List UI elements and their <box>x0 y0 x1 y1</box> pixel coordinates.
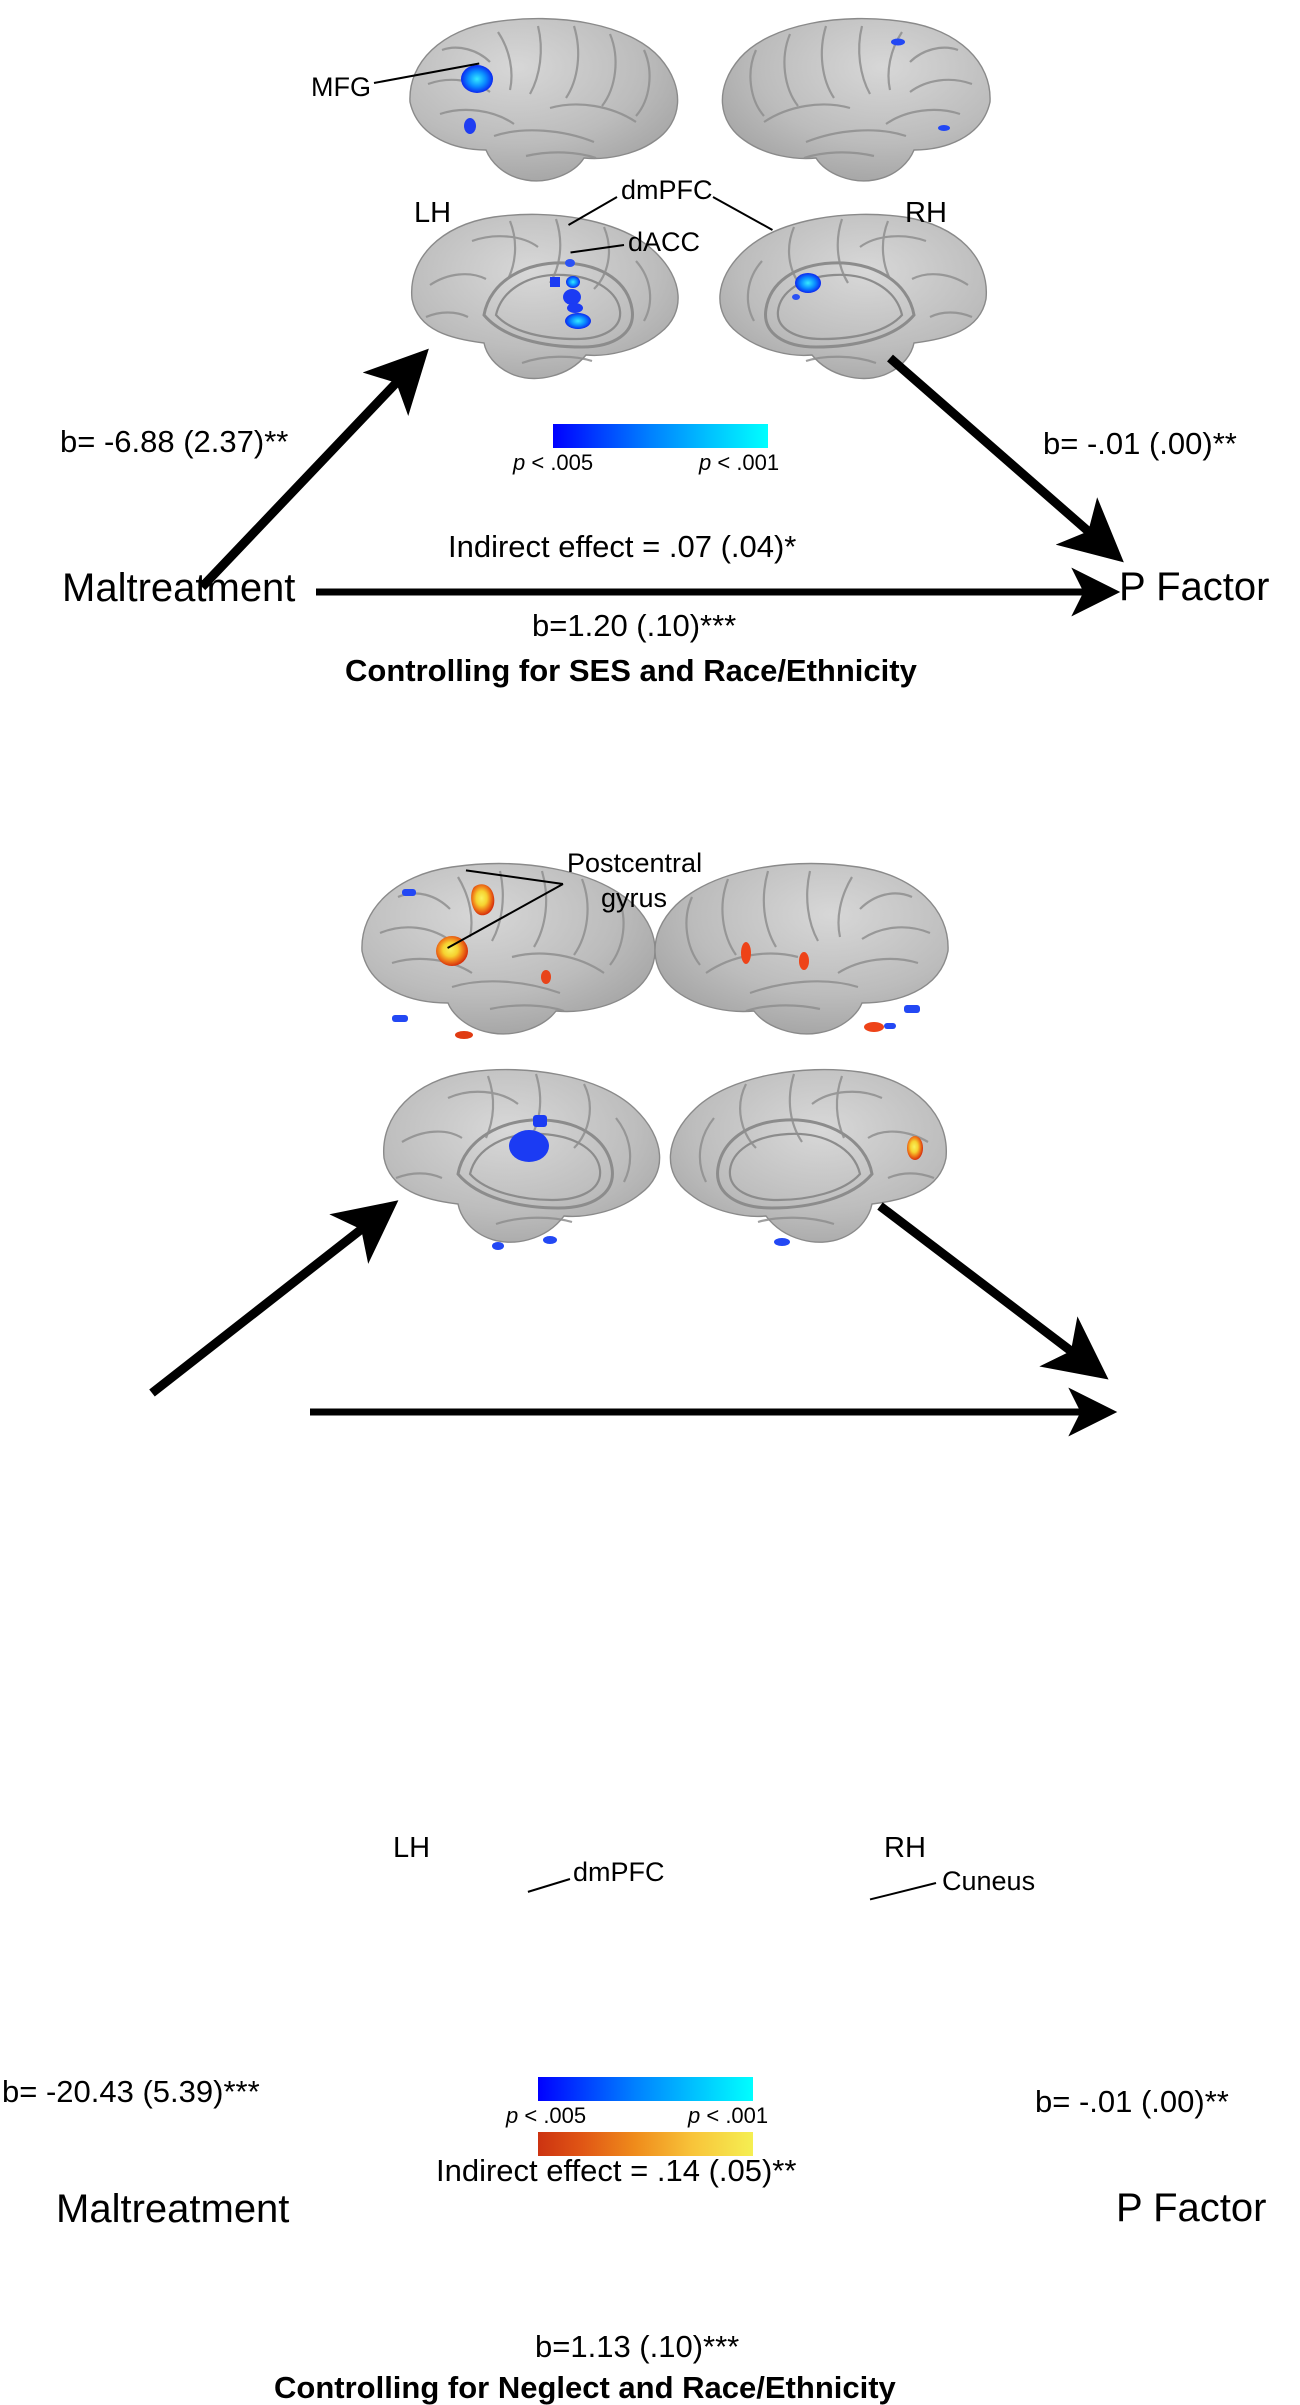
stat-indirect-bottom: Indirect effect = .14 (.05)** <box>436 2153 797 2188</box>
colorbar-blue-bottom <box>538 2077 753 2101</box>
brain-lh-medial-top <box>398 205 698 390</box>
brain-lh-medial-bottom <box>370 1060 680 1255</box>
mediation-arrows-bottom <box>149 1200 1118 1437</box>
colorbar-low-label-bottom: p < .005 <box>506 2103 587 2128</box>
brain-label-dmpfc-top: dmPFC <box>621 175 713 205</box>
stat-c-path-bottom: b=1.13 (.10)*** <box>535 2329 740 2364</box>
mediation-arrows-top <box>198 348 1124 617</box>
stat-a-path-top: b= -6.88 (2.37)** <box>60 424 289 459</box>
brain-label-lh-bottom: LH <box>393 1832 431 1864</box>
brain-lh-lateral-top <box>398 10 688 190</box>
brain-label-cuneus: Cuneus <box>942 1866 1036 1896</box>
colorbar-low-label-top: p < .005 <box>513 450 594 475</box>
activation-clusters-rh-bottom <box>741 942 920 1032</box>
activation-cluster-dmpfc-lh-bottom <box>492 1115 557 1250</box>
brain-label-lh-top: LH <box>414 197 452 229</box>
activation-cluster-cuneus-rh <box>774 1136 923 1246</box>
activation-cluster-dmpfc-dacc-lh <box>550 259 591 329</box>
arrow-a-path-top <box>198 348 429 591</box>
activation-clusters-lh-bottom <box>392 884 551 1039</box>
leader-line-cuneus <box>869 1882 937 1901</box>
brain-label-rh-top: RH <box>905 197 947 229</box>
brain-rh-lateral-bottom <box>638 855 958 1045</box>
colorbar-blue-top <box>553 424 768 448</box>
activation-cluster-dmpfc-rh <box>792 273 821 300</box>
footnote-bottom: Controlling for Neglect and Race/Ethnici… <box>274 2370 896 2405</box>
brain-label-dmpfc-bottom: dmPFC <box>573 1857 665 1887</box>
brain-rh-medial-top <box>700 205 1000 390</box>
brain-rh-medial-bottom <box>650 1060 960 1255</box>
brain-label-mfg: MFG <box>311 72 371 102</box>
footnote-top: Controlling for SES and Race/Ethnicity <box>345 653 917 688</box>
stat-a-path-bottom: b= -20.43 (5.39)*** <box>2 2074 260 2109</box>
stat-b-path-bottom: b= -.01 (.00)** <box>1035 2084 1229 2119</box>
activation-cluster-mfg <box>461 65 493 93</box>
node-p-factor-top: P Factor <box>1119 565 1270 609</box>
colorbar-hot-bottom <box>538 2132 753 2156</box>
leader-line-dmpfc-bottom <box>527 1878 571 1893</box>
node-maltreatment-bottom: Maltreatment <box>56 2187 290 2231</box>
brain-lh-lateral-bottom <box>352 855 672 1045</box>
node-maltreatment-top: Maltreatment <box>62 566 296 610</box>
stat-b-path-top: b= -.01 (.00)** <box>1043 426 1237 461</box>
arrow-b-path-bottom <box>877 1202 1109 1380</box>
brain-label-rh-bottom: RH <box>884 1832 926 1864</box>
brain-label-dacc-top: dACC <box>628 227 701 257</box>
mediation-panel-bottom: Postcentral gyrus dmPFC Cuneus LH RH p <… <box>0 800 1300 2404</box>
colorbar-high-label-top: p < .001 <box>699 450 780 475</box>
arrow-b-path-top <box>887 354 1124 563</box>
mediation-panel-top: MFG dmPFC dACC LH RH p < .005 p < .001 b… <box>0 0 1300 760</box>
arrow-a-path-bottom <box>149 1200 399 1397</box>
brain-label-postcentral-line2: gyrus <box>601 883 668 913</box>
node-p-factor-bottom: P Factor <box>1116 2186 1267 2230</box>
stat-c-path-top: b=1.20 (.10)*** <box>532 608 737 643</box>
stat-indirect-top: Indirect effect = .07 (.04)* <box>448 529 797 564</box>
brain-rh-lateral-top <box>712 10 1002 190</box>
brain-label-postcentral-line1: Postcentral <box>567 848 703 878</box>
colorbar-high-label-bottom: p < .001 <box>688 2103 769 2128</box>
